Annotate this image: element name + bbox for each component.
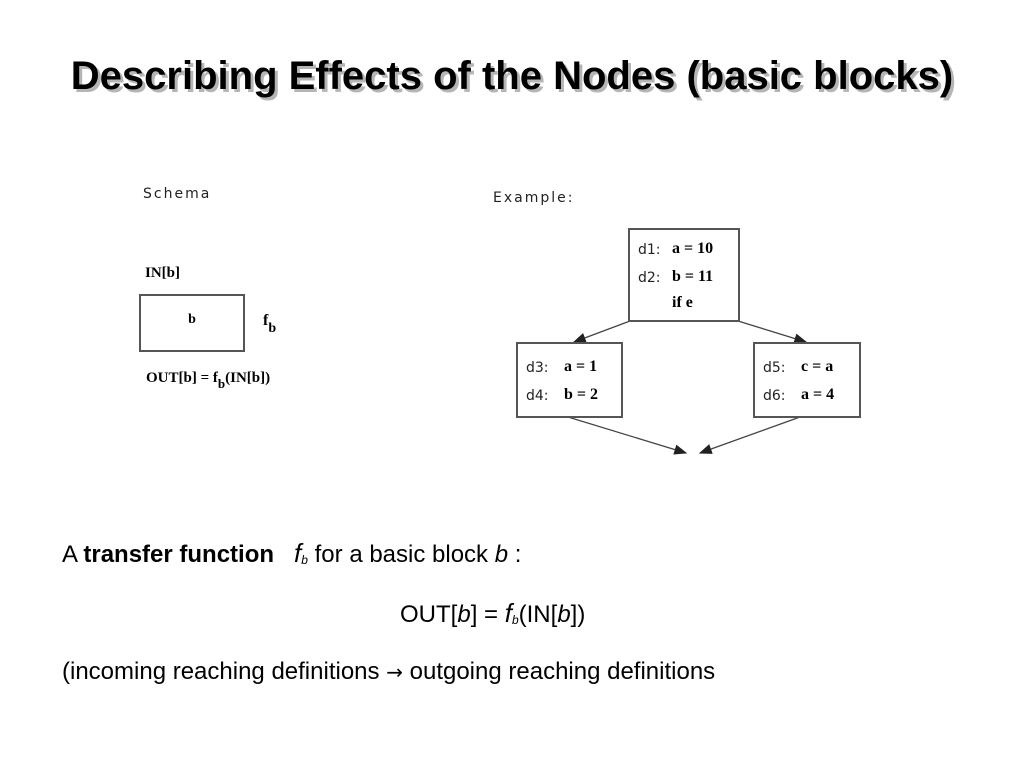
if-stmt: if e	[672, 294, 693, 311]
schema-out-label: OUT[b] = fb(IN[b])	[146, 370, 271, 391]
line2-f: f	[504, 598, 512, 628]
line2-b2: b	[557, 601, 571, 628]
line1-rest: for a basic block	[307, 541, 495, 568]
schema-block: b	[139, 294, 245, 352]
page-title: Describing Effects of the Nodes (basic b…	[70, 54, 954, 98]
line3-a: (incoming reaching definitions	[62, 658, 387, 685]
d2-stmt: b = 11	[672, 268, 714, 285]
schema-func-sub: b	[268, 321, 277, 336]
d5-stmt: c = a	[801, 358, 834, 375]
d3-def: d3:	[526, 360, 549, 376]
d6-def: d6:	[763, 388, 786, 404]
line2-end: ])	[570, 601, 586, 628]
line2-b1: b	[457, 601, 471, 628]
schema-out-sub: b	[217, 376, 226, 391]
line2-eq: ] =	[470, 601, 505, 628]
line1-a: A	[62, 541, 84, 568]
d5-def: d5:	[763, 360, 786, 376]
arrow-right-to-join	[698, 416, 801, 454]
top-block: d1: a = 10 d2: b = 11 if e	[628, 228, 740, 322]
line2-in: (IN[	[518, 601, 558, 628]
line1-colon: :	[508, 541, 522, 568]
out-formula-line: OUT[b] = fb(IN[b])	[400, 598, 585, 629]
right-block: d5: c = a d6: a = 4	[753, 342, 861, 418]
d1-def: d1:	[638, 242, 661, 258]
example-label: Example:	[493, 190, 575, 206]
line2-out: OUT[	[400, 601, 458, 628]
d6-stmt: a = 4	[801, 386, 835, 403]
line3-b: outgoing reaching definitions	[402, 658, 716, 685]
arrow-top-to-left	[572, 320, 631, 343]
schema-func-f: f	[263, 312, 269, 329]
arrow-left-to-join	[567, 416, 688, 455]
schema-label: Schema	[143, 186, 212, 202]
schema-block-label: b	[188, 312, 196, 327]
schema-in-label: IN[b]	[145, 265, 181, 281]
d3-stmt: a = 1	[564, 358, 598, 375]
arrow-top-to-right	[737, 320, 808, 344]
schema-func-label: fb	[263, 312, 276, 336]
reaching-definitions-line: (incoming reaching definitions → outgoin…	[62, 658, 715, 686]
right-arrow-icon: →	[386, 660, 403, 684]
line1-fsub: b	[301, 553, 308, 567]
left-block: d3: a = 1 d4: b = 2	[516, 342, 623, 418]
line2-fsub: b	[511, 613, 519, 627]
line1-bold: transfer function	[83, 541, 275, 568]
d4-stmt: b = 2	[564, 386, 599, 403]
schema-out-prefix: OUT[b] = f	[146, 370, 218, 386]
d2-def: d2:	[638, 270, 661, 286]
line1-b: b	[494, 541, 509, 568]
d1-stmt: a = 10	[672, 240, 714, 257]
d4-def: d4:	[526, 388, 549, 404]
schema-out-suffix: (IN[b])	[225, 370, 271, 386]
line1-f: f	[294, 538, 302, 568]
